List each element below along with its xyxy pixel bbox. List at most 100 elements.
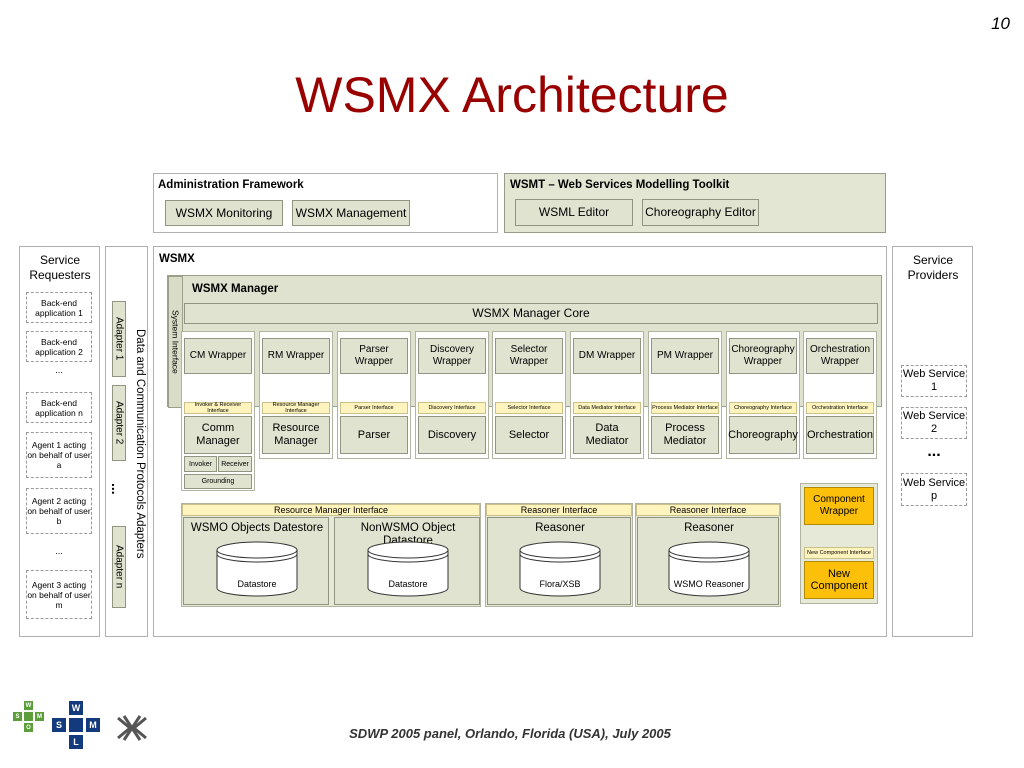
logo-tile <box>69 718 83 732</box>
wrapper-box: DM Wrapper <box>573 338 641 374</box>
datastore-label: Datastore <box>388 579 428 589</box>
wrapper-box: Selector Wrapper <box>495 338 563 374</box>
logo-tile: O <box>24 723 33 732</box>
receiver-box: Receiver <box>218 456 252 472</box>
adapter-2-box: Adapter 2 <box>112 385 126 461</box>
choreography-editor-box: Choreography Editor <box>642 199 759 226</box>
datastore-title: WSMO Objects Datestore <box>190 522 324 534</box>
providers-ellipsis: ... <box>927 443 941 460</box>
adapter-1-box: Adapter 1 <box>112 301 126 377</box>
component-box: Resource Manager <box>262 416 330 454</box>
datastore-label: WSMO Reasoner <box>673 579 745 589</box>
component-interface: Resource Manager Interface <box>262 402 330 414</box>
wsmx-management-box: WSMX Management <box>292 200 410 226</box>
datastore-label: Flora/XSB <box>539 579 581 589</box>
web-service-2-box: Web Service 2 <box>901 407 967 439</box>
wsml-editor-box: WSML Editor <box>515 199 633 226</box>
component-box: Parser <box>340 416 408 454</box>
component-box: Orchestration <box>806 416 874 454</box>
resource-manager-interface: Resource Manager Interface <box>182 504 480 516</box>
logo-tile: S <box>52 718 66 732</box>
requester-item: Back-end application n <box>26 392 92 423</box>
invoker-box: Invoker <box>184 456 217 472</box>
requester-item: Back-end application 2 <box>26 331 92 362</box>
wsmx-title: WSMX <box>159 253 195 265</box>
wrapper-box: RM Wrapper <box>262 338 330 374</box>
service-requesters-panel: Service Requesters Back-end application … <box>19 246 100 637</box>
component-box: Discovery <box>418 416 486 454</box>
adapters-panel: Data and Communication Protocols Adapter… <box>105 246 148 637</box>
wrapper-box: PM Wrapper <box>651 338 719 374</box>
component-box: Selector <box>495 416 563 454</box>
logo-tile: S <box>13 712 22 721</box>
database-cylinder-icon <box>668 541 750 597</box>
cross-arrows-icon <box>117 715 147 741</box>
requester-ellipsis: ... <box>55 365 63 375</box>
adapter-n-box: Adapter n <box>112 526 126 608</box>
new-component-group: Component Wrapper New Component Interfac… <box>800 483 878 604</box>
requester-item: Agent 2 acting on behalf of user b <box>26 488 92 534</box>
requester-item: Back-end application 1 <box>26 292 92 323</box>
datastore-title: Reasoner <box>684 522 734 534</box>
service-providers-title: Service Providers <box>907 253 959 282</box>
new-component-box: New Component <box>804 561 874 599</box>
admin-framework-panel: Administration Framework WSMX Monitoring… <box>153 173 498 233</box>
slide-footer: SDWP 2005 panel, Orlando, Florida (USA),… <box>349 726 671 741</box>
logo-tile: L <box>69 735 83 749</box>
wrapper-box: Discovery Wrapper <box>418 338 486 374</box>
grounding-box: Grounding <box>184 474 252 489</box>
component-box: Process Mediator <box>651 416 719 454</box>
component-box: Data Mediator <box>573 416 641 454</box>
datastore-label: Datastore <box>237 579 277 589</box>
reasoner-interface-1: Reasoner Interface <box>486 504 632 516</box>
web-service-p-box: Web Service p <box>901 473 967 506</box>
requester-ellipsis: ... <box>55 546 63 556</box>
wrapper-box: CM Wrapper <box>184 338 252 374</box>
datastore-title: Reasoner <box>535 522 585 534</box>
database-cylinder-icon <box>519 541 601 597</box>
component-interface: Orchestration Interface <box>806 402 874 414</box>
requester-item: Agent 1 acting on behalf of user a <box>26 432 92 478</box>
admin-framework-title: Administration Framework <box>158 179 304 191</box>
slide-title: WSMX Architecture <box>295 67 729 123</box>
component-box: Comm Manager <box>184 416 252 454</box>
wsmx-panel: WSMX System Interface WSMX Manager WSMX … <box>153 246 887 637</box>
wrapper-box: Orchestration Wrapper <box>806 338 874 374</box>
wsmt-title: WSMT – Web Services Modelling Toolkit <box>510 179 730 191</box>
wsmx-manager-core: WSMX Manager Core <box>184 303 878 324</box>
wsmx-monitoring-box: WSMX Monitoring <box>165 200 283 226</box>
web-service-1-box: Web Service 1 <box>901 365 967 397</box>
slide-number: 10 <box>991 14 1010 33</box>
component-interface: Selector Interface <box>495 402 563 414</box>
logo-tile: M <box>86 718 100 732</box>
new-component-interface: New Component Interface <box>804 547 874 559</box>
logo-tile: M <box>35 712 44 721</box>
wsmx-manager-title: WSMX Manager <box>192 283 279 295</box>
component-interface: Discovery Interface <box>418 402 486 414</box>
wrapper-box: Choreography Wrapper <box>729 338 797 374</box>
logo-tile: W <box>24 701 33 710</box>
component-box: Choreography <box>728 416 798 454</box>
logo-tile <box>24 712 33 721</box>
service-requesters-title: Service Requesters <box>29 253 91 282</box>
logo-tile: W <box>69 701 83 715</box>
wsmt-panel: WSMT – Web Services Modelling Toolkit WS… <box>504 173 886 233</box>
component-interface: Parser Interface <box>340 402 408 414</box>
service-providers-panel: Service Providers Web Service 1 Web Serv… <box>892 246 973 637</box>
component-interface: Process Mediator Interface <box>651 402 719 414</box>
adapters-title: Data and Communication Protocols Adapter… <box>134 328 146 559</box>
adapters-ellipsis: ... <box>109 483 125 495</box>
component-interface: Choreography Interface <box>729 402 797 414</box>
database-cylinder-icon <box>367 541 449 597</box>
